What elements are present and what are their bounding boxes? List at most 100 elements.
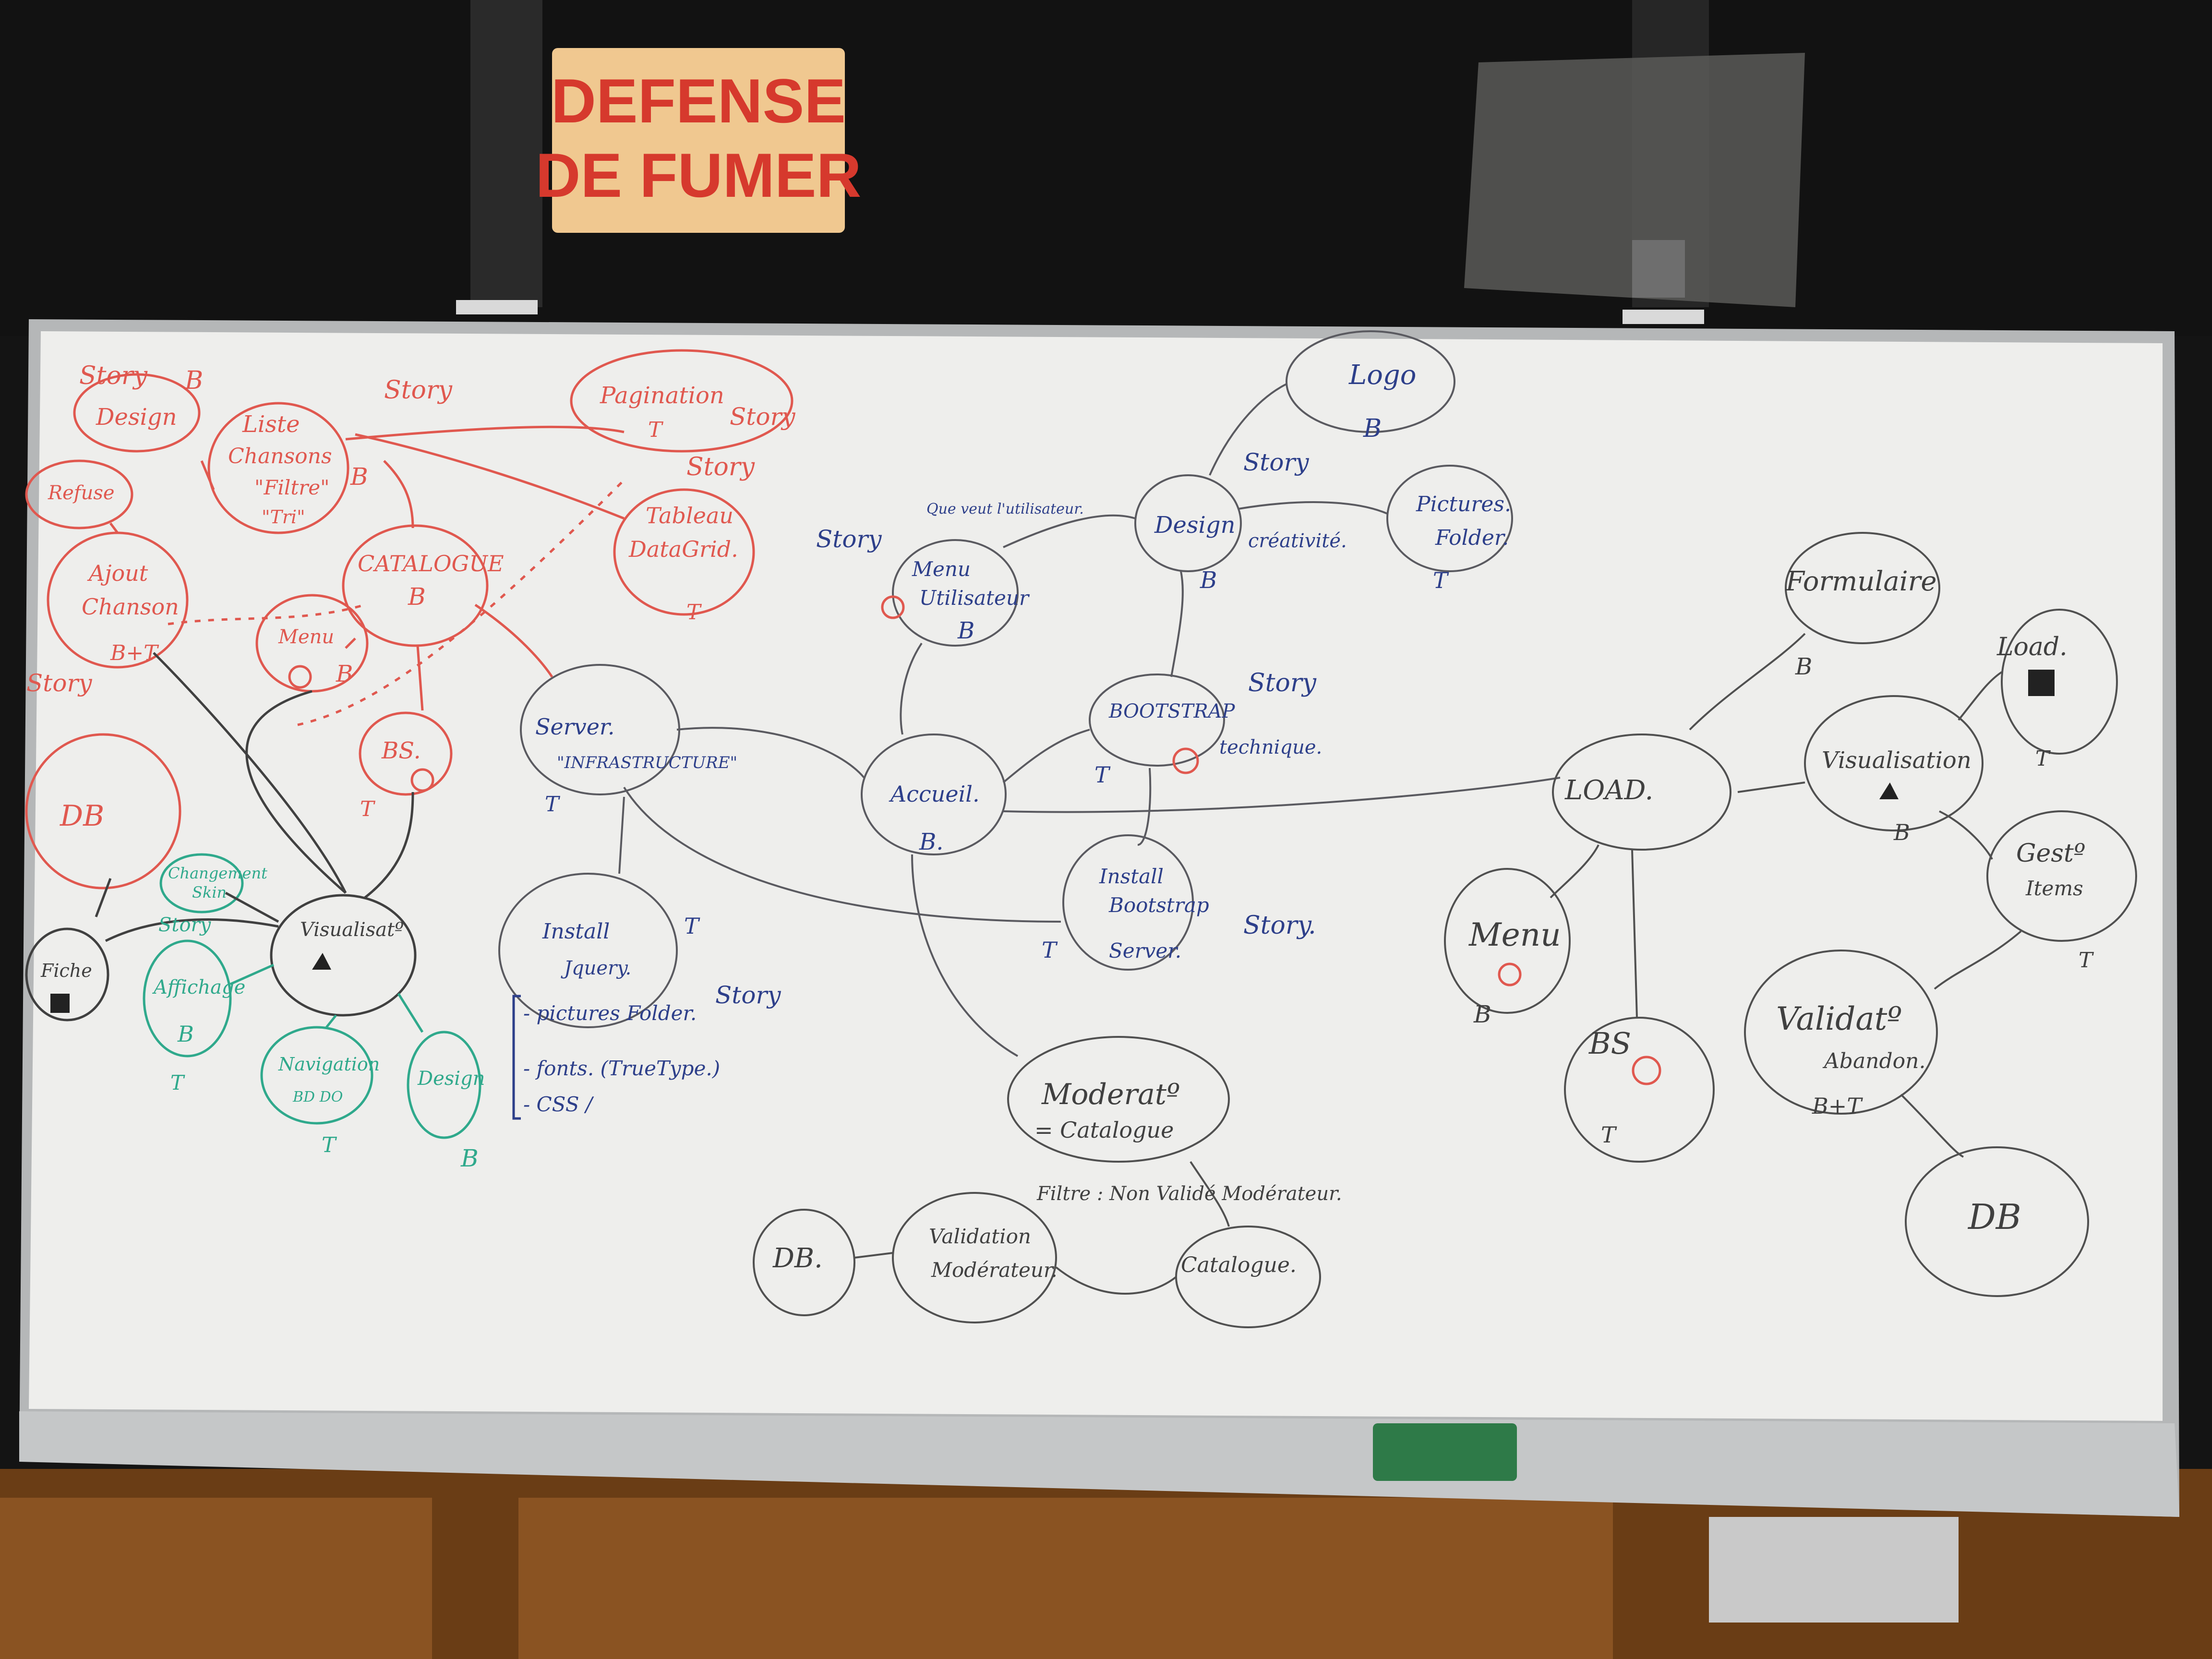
red-liste-b: B (350, 463, 368, 491)
green-cluster (25, 652, 481, 1139)
black-validation-right-bt: B+T (1812, 1093, 1863, 1119)
whiteboard-surface (29, 331, 2163, 1421)
no-smoking-sign: DEFENSE DE FUMER (536, 48, 862, 233)
blue-accueil-b: B. (919, 829, 944, 855)
black-menu: Menu (1468, 916, 1561, 953)
dark-ceiling (0, 0, 2212, 336)
blue-que-veut: Que veut l'utilisateur. (926, 501, 1084, 517)
black-bs-red-star-icon (1632, 1056, 1661, 1085)
blue-story-install: Story (715, 981, 781, 1009)
red-ajout-2: Chanson (82, 594, 179, 620)
black-moderation-sub: = Catalogue (1034, 1117, 1174, 1143)
red-story-top-right: Story (384, 376, 453, 405)
blue-install-bootstrap-2: Bootstrap (1108, 893, 1209, 917)
red-pagination-t: T (648, 418, 664, 442)
black-validation-right-1: Validatº (1776, 1000, 1902, 1037)
green-design: Design (417, 1068, 485, 1090)
green-changement-1: Changement (168, 864, 267, 882)
red-refuse: Refuse (48, 482, 115, 504)
blue-bootstrap-red-star-icon (1172, 747, 1199, 774)
black-filtre: Filtre : Non Validé Modérateur. (1036, 1183, 1342, 1205)
black-validation-1: Validation (929, 1225, 1031, 1248)
blue-bootstrap: BOOTSTRAP (1108, 700, 1235, 722)
eraser (1373, 1423, 1517, 1481)
red-liste-3: "Filtre" (254, 476, 329, 499)
black-menu-red-star-icon (1498, 962, 1522, 986)
red-menu: Menu (278, 626, 334, 648)
green-affichage-t: T (170, 1071, 185, 1094)
green-design-b: B (460, 1144, 479, 1172)
red-tableau-t: T (686, 600, 702, 625)
black-visualisation-left: Visualisatº (300, 919, 404, 941)
blue-menu-red-star-icon (881, 595, 905, 619)
fiche-square-icon (50, 994, 70, 1013)
blue-menu-utilisateur-2: Utilisateur (919, 586, 1030, 610)
blue-design-b: B (1200, 567, 1217, 594)
black-visualisation-b: B (1893, 819, 1910, 845)
red-catalogue-b: B (408, 583, 426, 611)
black-validation-2: Modérateur. (931, 1258, 1058, 1282)
load-square-icon (2028, 670, 2055, 696)
wood-panel-left (0, 1498, 432, 1659)
blue-install-t: T (684, 913, 700, 939)
black-cluster-lines (753, 532, 2137, 1328)
blue-design: Design (1154, 512, 1236, 539)
black-visualisation: Visualisation (1822, 747, 1972, 774)
blue-install-list-3: - CSS / (523, 1093, 594, 1116)
blue-logo-b: B (1363, 414, 1382, 443)
red-bs: BS. (381, 737, 421, 764)
black-catalogue: Catalogue. (1181, 1253, 1297, 1277)
blue-install-bootstrap-3: Server. (1109, 939, 1181, 962)
black-moderation: Moderatº (1041, 1078, 1180, 1111)
blue-pictures-t: T (1433, 567, 1449, 593)
red-liste-2: Chansons (228, 444, 332, 469)
blue-story-menu: Story (816, 525, 882, 553)
red-catalogue: CATALOGUE (358, 551, 504, 577)
black-menu-b: B (1473, 1000, 1491, 1028)
blue-install-bootstrap-1: Install (1099, 865, 1164, 888)
green-navigation-1: Navigation (278, 1054, 380, 1075)
black-gestion-1: Gestº (2016, 839, 2085, 868)
black-db-right: DB (1967, 1197, 2021, 1237)
blue-creativite: créativité. (1248, 530, 1347, 552)
black-gestion-t: T (2079, 948, 2094, 973)
sign-line-1: DEFENSE (551, 66, 846, 136)
blue-story-logo: Story (1243, 448, 1309, 476)
red-ajout-bt: B+T (110, 641, 159, 665)
blue-pictures-1: Pictures. (1416, 492, 1511, 517)
red-db: DB (60, 799, 104, 833)
sign-line-2: DE FUMER (536, 140, 862, 210)
black-formulaire-b: B (1795, 653, 1812, 680)
black-db-bottom: DB. (772, 1243, 823, 1274)
blue-technique: technique. (1219, 736, 1322, 758)
red-design: Design (96, 404, 177, 431)
black-gestion-2: Items (2025, 877, 2083, 900)
board-clip-left (456, 300, 538, 314)
green-navigation-2: BD DO (292, 1089, 343, 1106)
blue-server: Server. (535, 714, 615, 740)
board-clip-right (1623, 310, 1704, 324)
marker-tray (19, 1411, 2179, 1517)
black-bs: BS (1588, 1026, 1631, 1061)
blue-bootstrap-t: T (1094, 762, 1111, 788)
red-tableau-1: Tableau (646, 503, 733, 529)
blue-story-install-bootstrap: Story. (1243, 911, 1316, 940)
blue-logo: Logo (1348, 360, 1416, 391)
wood-panel-center (518, 1498, 1613, 1659)
black-validation-right-2: Abandon. (1822, 1049, 1926, 1073)
blue-install-list-2: - fonts. (TrueType.) (523, 1057, 720, 1080)
red-liste-1: Liste (242, 411, 300, 438)
blue-accueil: Accueil. (889, 781, 980, 807)
red-pagination: Pagination (600, 382, 724, 409)
blue-server-t: T (545, 792, 561, 817)
green-affichage-2: B (177, 1021, 194, 1047)
blue-pictures-2: Folder. (1435, 526, 1509, 550)
wall-box (1632, 240, 1685, 298)
blue-cluster-lines (498, 330, 1561, 1057)
blue-install-list-1: - pictures Folder. (523, 1001, 697, 1025)
red-story-top: Story (79, 361, 148, 390)
install-list-bracket (512, 995, 521, 1120)
green-story: Story (158, 914, 212, 936)
blue-install-2: Jquery. (561, 957, 631, 979)
